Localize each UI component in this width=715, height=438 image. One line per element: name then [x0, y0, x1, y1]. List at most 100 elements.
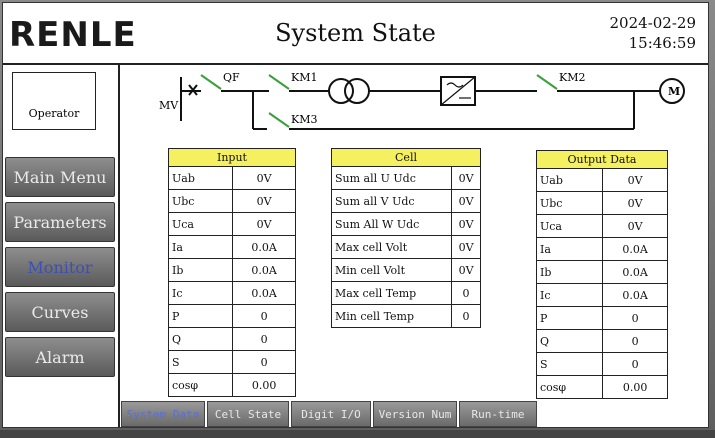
- mv-label: MV: [159, 99, 179, 112]
- row-label: Sum all V Udc: [330, 189, 453, 213]
- row-value: 0V: [232, 189, 296, 213]
- row-label: Ia: [167, 235, 234, 259]
- operator-button[interactable]: Operator: [12, 72, 96, 130]
- row-value: 0V: [232, 166, 296, 190]
- row-label: Max cell Volt: [330, 235, 453, 259]
- sidebar-item-monitor[interactable]: Monitor: [5, 247, 115, 287]
- brand-logo: RENLE: [9, 15, 137, 55]
- row-label: Ib: [167, 258, 234, 282]
- cell-table-title: Cell: [331, 148, 481, 167]
- row-label: Q: [535, 329, 604, 353]
- row-label: Ubc: [167, 189, 234, 213]
- motor-icon: [659, 78, 685, 104]
- row-label: Min cell Volt: [330, 258, 453, 282]
- row-label: cosφ: [535, 375, 604, 399]
- row-label: Ubc: [535, 191, 604, 215]
- row-label: Ib: [535, 260, 604, 284]
- tab-system-data[interactable]: System Data: [121, 401, 205, 427]
- row-value: 0V: [602, 214, 668, 238]
- tab-cell-state[interactable]: Cell State: [207, 401, 289, 427]
- tab-version-num[interactable]: Version Num: [373, 401, 457, 427]
- motor-label: M: [668, 85, 680, 98]
- row-value: 0: [602, 352, 668, 376]
- row-value: 0.0A: [232, 235, 296, 259]
- row-label: Min cell Temp: [330, 304, 453, 328]
- row-label: cosφ: [167, 373, 234, 397]
- row-value: 0.0A: [602, 260, 668, 284]
- row-value: 0: [602, 329, 668, 353]
- row-label: Max cell Temp: [330, 281, 453, 305]
- row-label: Ic: [535, 283, 604, 307]
- row-value: 0: [602, 306, 668, 330]
- row-label: Sum All W Udc: [330, 212, 453, 236]
- sidebar-item-alarm[interactable]: Alarm: [5, 337, 115, 377]
- row-label: Uab: [535, 168, 604, 192]
- page-title: System State: [275, 19, 436, 47]
- transformer-icon: [328, 78, 370, 104]
- row-label: S: [167, 350, 234, 374]
- sidebar-item-curves[interactable]: Curves: [5, 292, 115, 332]
- tab-run-time[interactable]: Run-time: [459, 401, 537, 427]
- row-value: 0: [232, 304, 296, 328]
- row-label: P: [535, 306, 604, 330]
- km3-label: KM3: [291, 113, 317, 126]
- row-label: S: [535, 352, 604, 376]
- row-value: 0V: [602, 191, 668, 215]
- row-value: 0.0A: [602, 283, 668, 307]
- header-bar: RENLE System State 2024-02-29 15:46:59: [3, 3, 708, 65]
- row-value: 0V: [451, 166, 481, 190]
- datetime-display: 2024-02-29 15:46:59: [610, 13, 696, 53]
- row-value: 0V: [232, 212, 296, 236]
- row-label: Ic: [167, 281, 234, 305]
- qf-label: QF: [223, 71, 240, 84]
- row-value: 0.0A: [232, 258, 296, 282]
- row-label: Uca: [535, 214, 604, 238]
- sidebar-item-main-menu[interactable]: Main Menu: [5, 157, 115, 197]
- row-label: Uca: [167, 212, 234, 236]
- row-value: 0: [451, 281, 481, 305]
- time-text: 15:46:59: [628, 34, 696, 52]
- hmi-screen: RENLE System State 2024-02-29 15:46:59 O…: [2, 2, 709, 428]
- row-value: 0V: [602, 168, 668, 192]
- row-label: Q: [167, 327, 234, 351]
- row-value: 0.0A: [602, 237, 668, 261]
- row-value: 0V: [451, 258, 481, 282]
- single-line-diagram: MV QF KM1 KM2 KM3 M: [159, 71, 685, 130]
- bezel-bottom: [0, 430, 715, 438]
- sidebar-item-parameters[interactable]: Parameters: [5, 202, 115, 242]
- row-value: 0V: [451, 235, 481, 259]
- row-label: P: [167, 304, 234, 328]
- row-value: 0: [232, 350, 296, 374]
- row-value: 0.00: [232, 373, 296, 397]
- inverter-icon: [440, 76, 476, 106]
- row-label: Ia: [535, 237, 604, 261]
- tab-digit-io[interactable]: Digit I/O: [291, 401, 371, 427]
- row-value: 0V: [451, 189, 481, 213]
- row-label: Uab: [167, 166, 234, 190]
